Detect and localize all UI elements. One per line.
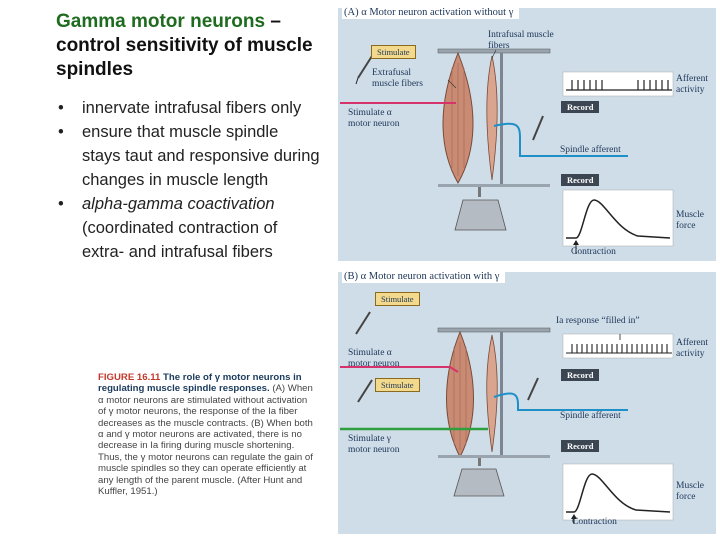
lower-bar (438, 184, 550, 187)
bullet-text: innervate intrafusal fibers only (82, 99, 302, 117)
weight (454, 199, 507, 231)
caption-title: The role of γ motor neurons in regulatin… (98, 372, 302, 395)
figure-caption: FIGURE 16.11 The role of γ motor neurons… (98, 372, 314, 497)
stimulate-gamma-label: Stimulate γ motor neuron (348, 434, 400, 455)
extrafusal-label: Extrafusal muscle fibers (372, 68, 423, 89)
bullet-text: (coordinated contraction of extra- and i… (82, 219, 278, 261)
stimulate-alpha-label: Stimulate α motor neuron (348, 348, 400, 369)
support-bar (437, 48, 551, 54)
afferent-trace-box (562, 333, 674, 359)
contraction-label: Contraction (572, 517, 617, 527)
intrafusal-spindle (486, 334, 498, 453)
bullet-text: ensure that muscle spindle stays taut an… (82, 123, 320, 189)
muscle-force-label: Muscle force (676, 481, 704, 502)
muscle-force-label: Muscle force (676, 210, 704, 231)
afferent-spike-train (566, 344, 672, 354)
afferent-activity-label: Afferent activity (676, 74, 709, 95)
spindle-afferent-label: Spindle afferent (560, 145, 621, 155)
panel-b-artwork (340, 311, 674, 524)
force-curve (566, 473, 671, 513)
caption-body: (A) When α motor neurons are stimulated … (98, 383, 313, 498)
stimulate-button[interactable]: Stimulate (371, 45, 416, 59)
panel-b: (B) α Motor neuron activation with γ Sti… (338, 271, 716, 534)
weight (453, 468, 505, 497)
slide-title: Gamma motor neurons – control sensitivit… (56, 10, 336, 82)
intrafusal-spindle (486, 55, 498, 181)
afferent-spike-train (566, 80, 672, 91)
contraction-label: Contraction (571, 247, 616, 257)
bullet-list: innervate intrafusal fibers only ensure … (56, 96, 321, 264)
bullet-item: ensure that muscle spindle stays taut an… (56, 120, 321, 192)
stimulate-alpha-label: Stimulate α motor neuron (348, 108, 400, 129)
panel-a-title: (A) α Motor neuron activation without γ (342, 7, 520, 19)
panel-a: (A) α Motor neuron activation without γ … (338, 7, 716, 261)
ia-response-label: Ia response “filled in” (556, 316, 640, 326)
bullet-text-italic: alpha-gamma coactivation (82, 195, 275, 213)
bullet-item: alpha-gamma coactivation (coordinated co… (56, 192, 321, 264)
afferent-trace-box (562, 71, 674, 97)
title-rest: – control sensitivity of muscle spindles (56, 11, 313, 80)
intrafusal-label: Intrafusal muscle fibers (488, 30, 554, 51)
record-button[interactable]: Record (561, 101, 600, 113)
stimulate-button[interactable]: Stimulate (375, 378, 420, 392)
bullet-item: innervate intrafusal fibers only (56, 96, 321, 120)
caption-figure-number: FIGURE 16.11 (98, 372, 161, 383)
spindle-afferent-line (493, 392, 628, 411)
record-button[interactable]: Record (561, 369, 600, 381)
force-curve (566, 199, 671, 239)
alpha-motor-line (340, 366, 459, 373)
lower-bar (438, 455, 550, 458)
record-button[interactable]: Record (561, 440, 600, 452)
support-bar (437, 327, 551, 333)
spindle-afferent-label: Spindle afferent (560, 411, 621, 421)
stimulate-button[interactable]: Stimulate (375, 292, 420, 306)
afferent-activity-label: Afferent activity (676, 338, 709, 359)
panel-a-artwork (340, 48, 674, 254)
record-button[interactable]: Record (561, 174, 600, 186)
title-highlight: Gamma motor neurons (56, 11, 266, 32)
panel-b-title: (B) α Motor neuron activation with γ (342, 271, 506, 283)
spindle-afferent-line (493, 122, 628, 157)
support-post (500, 53, 503, 186)
